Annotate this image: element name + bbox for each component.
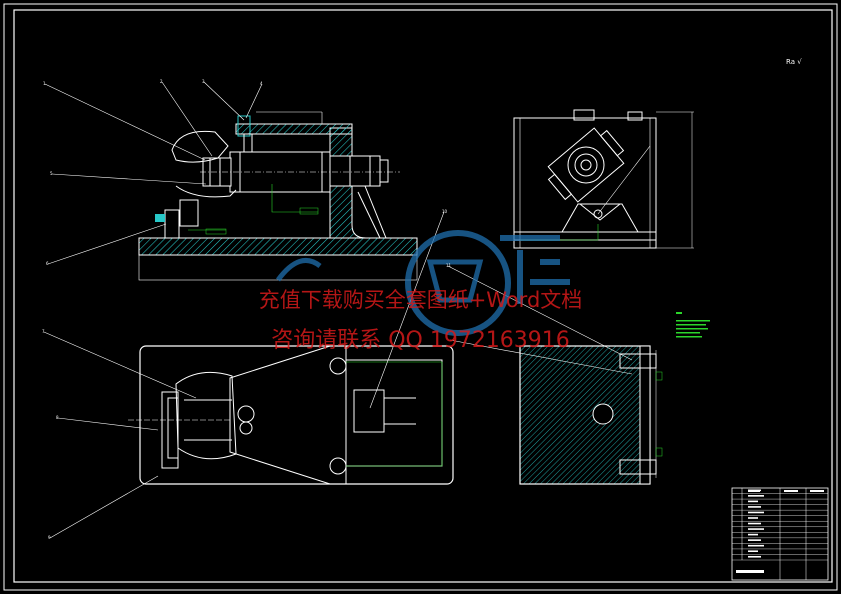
part-label: 7 — [42, 329, 45, 334]
title-block-cell-text — [748, 506, 761, 508]
title-block-cell-text — [748, 550, 758, 553]
part-label: 3 — [202, 79, 205, 84]
part-label: 4 — [260, 81, 263, 86]
title-block-cell-text — [748, 544, 764, 547]
part-label: 6 — [46, 261, 49, 266]
title-block-cell-text — [748, 533, 758, 536]
side-view: Ra √ — [513, 58, 802, 249]
title-block-cell-text — [748, 555, 761, 558]
title-block-cell-text — [748, 539, 761, 541]
part-label: 5 — [50, 171, 53, 176]
watermark-logo — [275, 230, 570, 336]
part-label: 10 — [442, 209, 448, 214]
title-block-cell-text — [748, 528, 764, 530]
title-block-cell-text — [748, 522, 761, 525]
part-label: 1 — [43, 81, 46, 86]
section-plate — [519, 312, 710, 485]
title-block-cell-text — [748, 500, 758, 503]
part-label: 11 — [446, 263, 452, 268]
outer-border — [3, 3, 838, 591]
title-block-cell-text — [748, 511, 764, 514]
inner-border — [13, 9, 833, 583]
top-view — [43, 211, 633, 539]
part-label: 2 — [160, 79, 163, 84]
title-block — [731, 487, 829, 581]
part-label: 8 — [56, 415, 59, 420]
watermark-line-2: 咨询请联系 QQ 1972163916 — [271, 328, 570, 353]
title-block-cell-text — [748, 495, 764, 497]
front-view — [44, 81, 418, 281]
part-number-labels: 1 2 3 4 5 6 7 8 9 10 11 — [42, 79, 452, 540]
title-block-cell-text — [748, 517, 758, 519]
technical-note — [676, 312, 710, 338]
watermark-line-1: 充值下载购买全套图纸+Word文档 — [258, 288, 583, 312]
svg-text:Ra √: Ra √ — [786, 58, 802, 66]
part-label: 9 — [48, 535, 51, 540]
